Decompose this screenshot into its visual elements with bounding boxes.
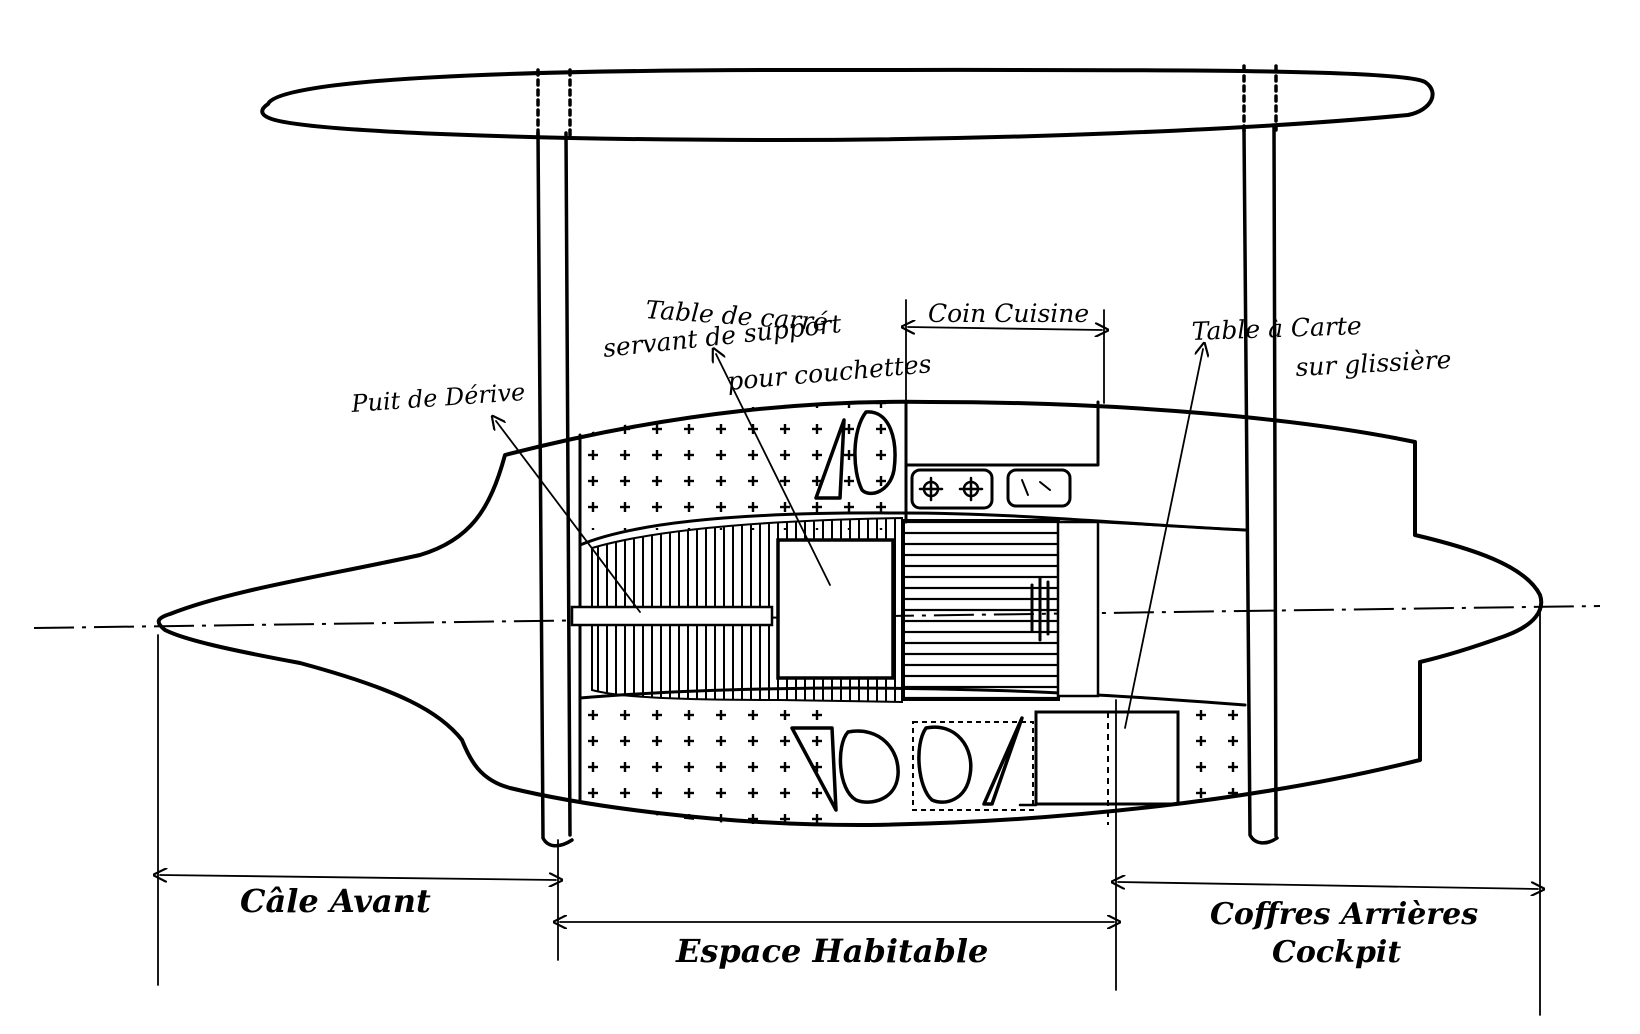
- locker-triangle-top: [814, 418, 846, 500]
- stove-burners: [918, 476, 984, 502]
- locker-triangle-bottom-2: [982, 716, 1024, 806]
- locker-oval-bottom-1: [838, 729, 900, 804]
- label-coin-cuisine: Coin Cuisine: [928, 299, 1089, 328]
- arrow-table-carre: [716, 354, 831, 586]
- berth-aft-top: [1098, 520, 1247, 532]
- locker-oval-top: [853, 410, 897, 496]
- label-coffres-arrieres: Coffres Arrières: [1210, 897, 1478, 932]
- label-puit-derive: Puit de Dérive: [349, 378, 526, 418]
- cabin-sole: [903, 519, 1060, 701]
- label-table-carre-3: pour couchettes: [726, 349, 933, 396]
- label-table-carte-2: sur glissière: [1295, 345, 1452, 382]
- label-cockpit: Cockpit: [1272, 935, 1401, 970]
- locker-dashed: [912, 721, 1034, 811]
- ladder-marks: [1030, 576, 1050, 642]
- sink-tap: [1021, 479, 1051, 496]
- centerboard-trunk: [570, 605, 774, 627]
- hull-interior: [580, 402, 1250, 825]
- label-cale-avant: Câle Avant: [240, 882, 431, 920]
- cross-beam-aft: [1242, 64, 1279, 845]
- locker-triangle-bottom: [790, 726, 838, 812]
- hull-outline: [156, 399, 1544, 828]
- salon-table: [776, 538, 895, 680]
- arrow-table-carte: [1124, 349, 1203, 729]
- companion-step: [1056, 520, 1100, 698]
- stove: [910, 468, 994, 510]
- dimension-lines-bottom: [158, 609, 1540, 1016]
- cross-beam-forward: [536, 68, 574, 848]
- dimension-coin-cuisine: [906, 299, 1104, 404]
- galley-counter: [904, 400, 1100, 524]
- outrigger-float: [260, 67, 1435, 142]
- arrow-puit-derive: [496, 421, 641, 613]
- locker-oval-bottom-2: [917, 725, 973, 804]
- label-table-carte-1: Table à Carte: [1191, 311, 1362, 346]
- label-espace-habitable: Espace Habitable: [675, 932, 988, 970]
- sink: [1006, 468, 1072, 508]
